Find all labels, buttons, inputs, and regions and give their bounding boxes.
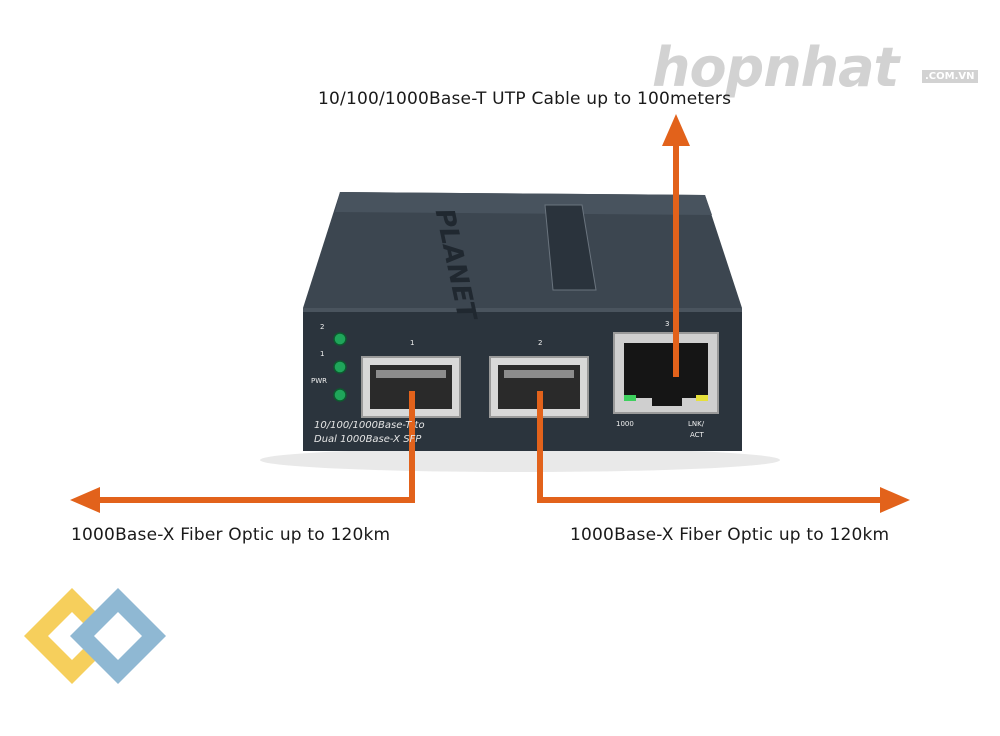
company-logo-icon — [24, 588, 166, 684]
sfp-port-1-latch — [376, 370, 446, 378]
led-port2 — [333, 332, 347, 346]
rj45-label-act: ACT — [690, 431, 704, 439]
device-top-highlight — [335, 192, 712, 215]
sfp-port-2-latch — [504, 370, 574, 378]
device-front-text-1: 10/100/1000Base-T to — [314, 420, 425, 431]
led-label-1: 1 — [320, 350, 325, 358]
arrow-head-right — [880, 487, 910, 513]
device-top-label — [544, 204, 597, 291]
port-number-1: 1 — [410, 339, 415, 347]
device-front-edge — [303, 308, 742, 312]
led-label-pwr: PWR — [311, 377, 328, 385]
rj45-port-socket — [624, 343, 708, 398]
device-shadow — [260, 448, 780, 472]
device-front-text-2: Dual 1000Base-X SFP — [314, 434, 422, 445]
arrow-head-up — [662, 114, 690, 146]
orange-arrow-right — [537, 391, 891, 503]
watermark-domain: .COM.VN — [922, 70, 978, 83]
watermark-brand: hopnhat — [652, 36, 899, 99]
rj45-label-lnk: LNK/ — [688, 420, 705, 428]
port-number-2: 2 — [538, 339, 543, 347]
port-number-3: 3 — [665, 320, 670, 328]
rj45-port-clip — [652, 390, 682, 406]
callout-right-fiber: 1000Base-X Fiber Optic up to 120km — [570, 525, 890, 545]
rj45-label-1000: 1000 — [616, 420, 634, 428]
led-label-2: 2 — [320, 323, 325, 331]
orange-arrow-left — [89, 391, 415, 503]
led-pwr — [333, 388, 347, 402]
callout-left-fiber: 1000Base-X Fiber Optic up to 120km — [71, 525, 391, 545]
device-top-face — [303, 192, 742, 308]
led-port1 — [333, 360, 347, 374]
rj45-led-1000 — [624, 395, 636, 401]
arrow-head-left — [70, 487, 100, 513]
callout-top-utp: 10/100/1000Base-T UTP Cable up to 100met… — [318, 89, 732, 109]
rj45-led-lnk-act — [696, 395, 708, 401]
